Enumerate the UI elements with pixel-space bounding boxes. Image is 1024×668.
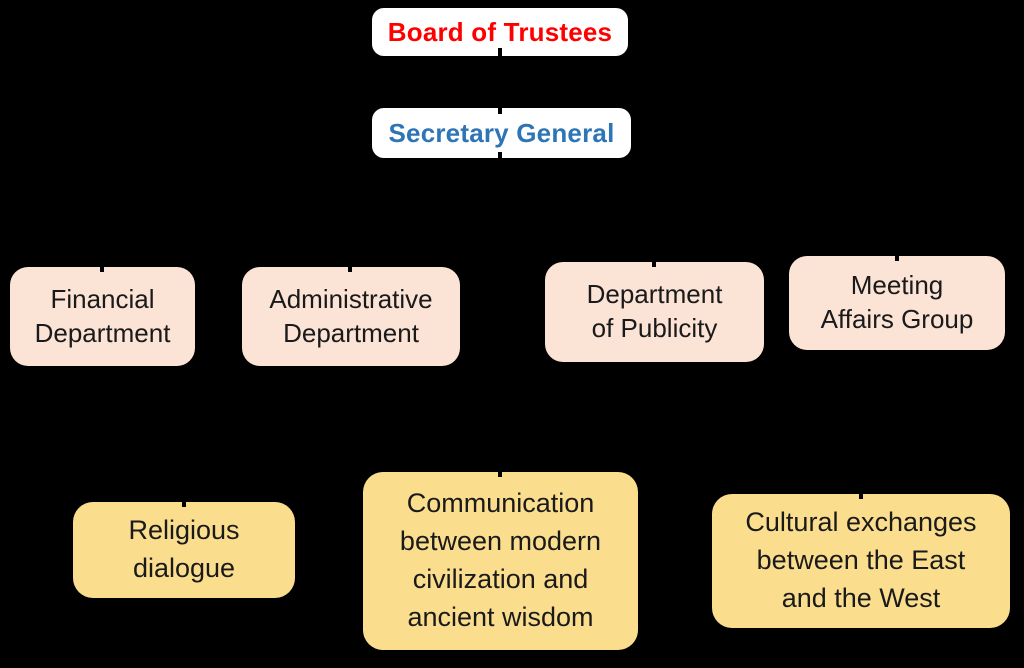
node-communication-modern-ancient: Communication between modern civilizatio… <box>363 472 638 650</box>
connector-tick-secretary-top <box>498 104 502 114</box>
connector-tick-board-bottom <box>498 48 502 60</box>
node-administrative-department: Administrative Department <box>242 267 460 366</box>
connector-tick-cultural-top <box>859 489 863 499</box>
connector-tick-publicity-top <box>652 257 656 267</box>
connector-tick-communication-top <box>498 467 502 477</box>
node-department-of-publicity: Department of Publicity <box>545 262 764 362</box>
node-cultural-exchanges: Cultural exchanges between the East and … <box>712 494 1010 628</box>
connector-tick-financial-top <box>100 262 104 272</box>
connector-tick-administrative-top <box>348 262 352 272</box>
node-secretary-general: Secretary General <box>372 108 631 158</box>
connector-tick-meeting-top <box>895 251 899 261</box>
node-board-of-trustees: Board of Trustees <box>372 8 628 56</box>
node-financial-department: Financial Department <box>10 267 195 366</box>
connector-tick-secretary-bottom <box>498 152 502 162</box>
node-meeting-affairs-group: Meeting Affairs Group <box>789 256 1005 350</box>
connector-tick-religious-top <box>182 497 186 507</box>
node-religious-dialogue: Religious dialogue <box>73 502 295 598</box>
